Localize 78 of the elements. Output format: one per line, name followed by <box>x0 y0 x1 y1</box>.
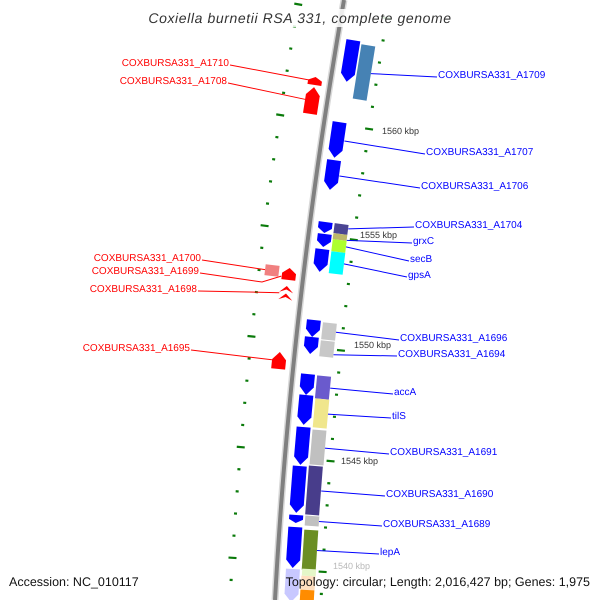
gene-block <box>334 223 349 235</box>
gene-block <box>300 590 315 600</box>
gene-label: tilS <box>392 411 406 423</box>
leader-line <box>335 332 400 340</box>
gene-label: COXBURSA331_A1691 <box>390 447 498 459</box>
genome-summary-note: Topology: circular; Length: 2,016,427 bp; Genes: 1,975 <box>286 576 590 588</box>
scale-label: 1540 kbp <box>333 562 370 570</box>
leader-line <box>190 350 272 360</box>
gene-block <box>312 398 330 429</box>
gene-feature <box>318 221 333 234</box>
leader-line <box>330 388 394 394</box>
leader-line <box>200 272 282 283</box>
gene-label: lepA <box>380 547 400 559</box>
gene-label: COXBURSA331_A1709 <box>438 70 546 82</box>
gene-feature <box>328 121 347 159</box>
gene-block <box>315 375 332 400</box>
leader-line <box>228 82 306 100</box>
gene-feature <box>271 351 287 370</box>
gene-feature <box>293 426 310 466</box>
leader-line <box>320 490 386 496</box>
gene-block <box>331 239 347 253</box>
gene-label: COXBURSA331_A1696 <box>400 333 508 345</box>
gene-block <box>264 264 280 277</box>
leader-line <box>202 260 266 270</box>
leader-line <box>316 550 380 554</box>
leader-line <box>318 521 382 526</box>
leader-line <box>327 414 392 418</box>
leader-line <box>346 240 412 244</box>
gene-label: gpsA <box>408 270 431 282</box>
gene-label: COXBURSA331_A1704 <box>415 220 522 232</box>
gene-label: COXBURSA331_A1694 <box>398 349 506 361</box>
gene-feature <box>316 233 332 248</box>
gene-feature <box>304 336 320 355</box>
scale-label: 1545 kbp <box>341 456 378 466</box>
leader-line <box>333 354 398 356</box>
leader-line <box>343 263 408 278</box>
gene-label: COXBURSA331_A1710 <box>122 58 229 70</box>
leader-line <box>324 448 390 454</box>
gene-label: COXBURSA331_A1689 <box>383 519 490 531</box>
leader-line <box>370 73 438 78</box>
leader-line <box>198 290 280 294</box>
gene-feature <box>296 394 314 426</box>
gene-label: COXBURSA331_A1700 <box>94 253 201 265</box>
leader-line <box>338 175 420 188</box>
gene-label: secB <box>410 254 432 266</box>
gene-block <box>352 44 376 101</box>
gene-feature <box>339 39 360 83</box>
gene-feature <box>323 159 342 191</box>
gene-label: COXBURSA331_A1699 <box>92 266 199 278</box>
gene-feature <box>300 373 316 396</box>
gene-label: accA <box>394 387 416 399</box>
leader-line <box>344 140 426 154</box>
gene-label: COXBURSA331_A1698 <box>90 284 197 296</box>
gene-block <box>321 322 337 341</box>
gene-block <box>302 530 318 570</box>
gene-block <box>305 466 324 516</box>
accession-note: Accession: NC_010117 <box>9 576 139 588</box>
leader-line <box>345 246 410 262</box>
gene-feature <box>280 267 296 281</box>
gene-feature <box>286 526 302 568</box>
gene-label: COXBURSA331_A1690 <box>386 489 494 501</box>
scale-label: 1560 kbp <box>382 126 420 136</box>
gene-feature <box>305 319 322 338</box>
scale-label: 1550 kbp <box>354 340 392 350</box>
gene-block <box>300 576 316 590</box>
gene-block <box>332 233 348 241</box>
gene-label: grxC <box>413 236 434 248</box>
gene-block <box>319 340 335 358</box>
gene-label: COXBURSA331_A1708 <box>120 76 227 88</box>
gene-label: COXBURSA331_A1706 <box>421 181 528 193</box>
leader-line <box>348 226 414 230</box>
leader-line <box>230 64 310 80</box>
gene-label: COXBURSA331_A1695 <box>82 343 190 355</box>
scale-label: 1555 kbp <box>360 230 398 240</box>
gene-label: COXBURSA331_A1707 <box>426 147 534 159</box>
gene-block <box>309 429 326 466</box>
gene-block <box>328 251 346 275</box>
gene-feature <box>278 285 294 302</box>
